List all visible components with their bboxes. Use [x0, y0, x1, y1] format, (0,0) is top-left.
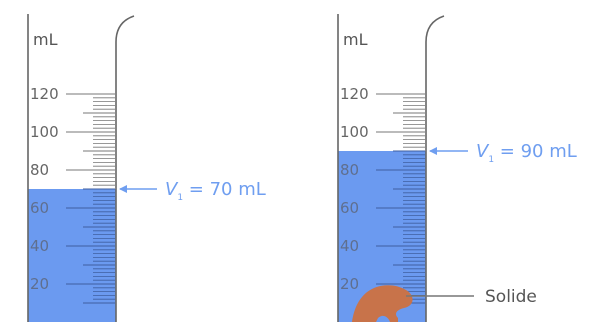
cylinder-right-wall-spout: [425, 15, 445, 322]
volume-subscript: 1: [488, 155, 494, 165]
volume-label: V1 = 90 mL: [476, 141, 577, 165]
graduation-label: 100: [30, 123, 59, 141]
graduation-label: 80: [30, 161, 49, 179]
volume-symbol: V: [476, 141, 490, 162]
cylinder-right-wall-spout: [115, 15, 135, 322]
graduation-label: 80: [340, 161, 359, 179]
graduation-label: 100: [340, 123, 369, 141]
volume-arrow-head: [429, 147, 437, 155]
graduation-label: 60: [340, 199, 359, 217]
volume-symbol: V: [165, 179, 179, 200]
graduation-ticks: [66, 93, 115, 304]
graduation-label: 20: [30, 275, 49, 293]
graduation-labels: 120 100 80 60 40 20: [30, 85, 59, 293]
graduation-label: 60: [30, 199, 49, 217]
volume-arrow-head: [119, 185, 127, 193]
volume-label: V1 = 70 mL: [165, 179, 266, 203]
graduation-label: 120: [30, 85, 59, 103]
graduation-label: 20: [340, 275, 359, 293]
graduation-label: 40: [30, 237, 49, 255]
solid-label: Solide: [485, 287, 537, 307]
graduation-labels: 120 100 80 60 40 20: [340, 85, 369, 293]
unit-label: mL: [33, 30, 58, 49]
graduation-label: 120: [340, 85, 369, 103]
volume-value: = 90 mL: [494, 141, 577, 162]
graduation-ticks: [376, 93, 425, 304]
volume-subscript: 1: [177, 193, 183, 203]
graduated-cylinder-left: 120 100 80 60 40 20 mL V1 = 70 mL: [27, 14, 266, 322]
graduated-cylinder-right: 120 100 80 60 40 20 mL V1 = 90 mL Solide: [337, 14, 577, 322]
graduation-label: 40: [340, 237, 359, 255]
unit-label: mL: [343, 30, 368, 49]
solid-object: [352, 285, 413, 322]
volume-value: = 70 mL: [183, 179, 266, 200]
water-column: [28, 189, 116, 322]
